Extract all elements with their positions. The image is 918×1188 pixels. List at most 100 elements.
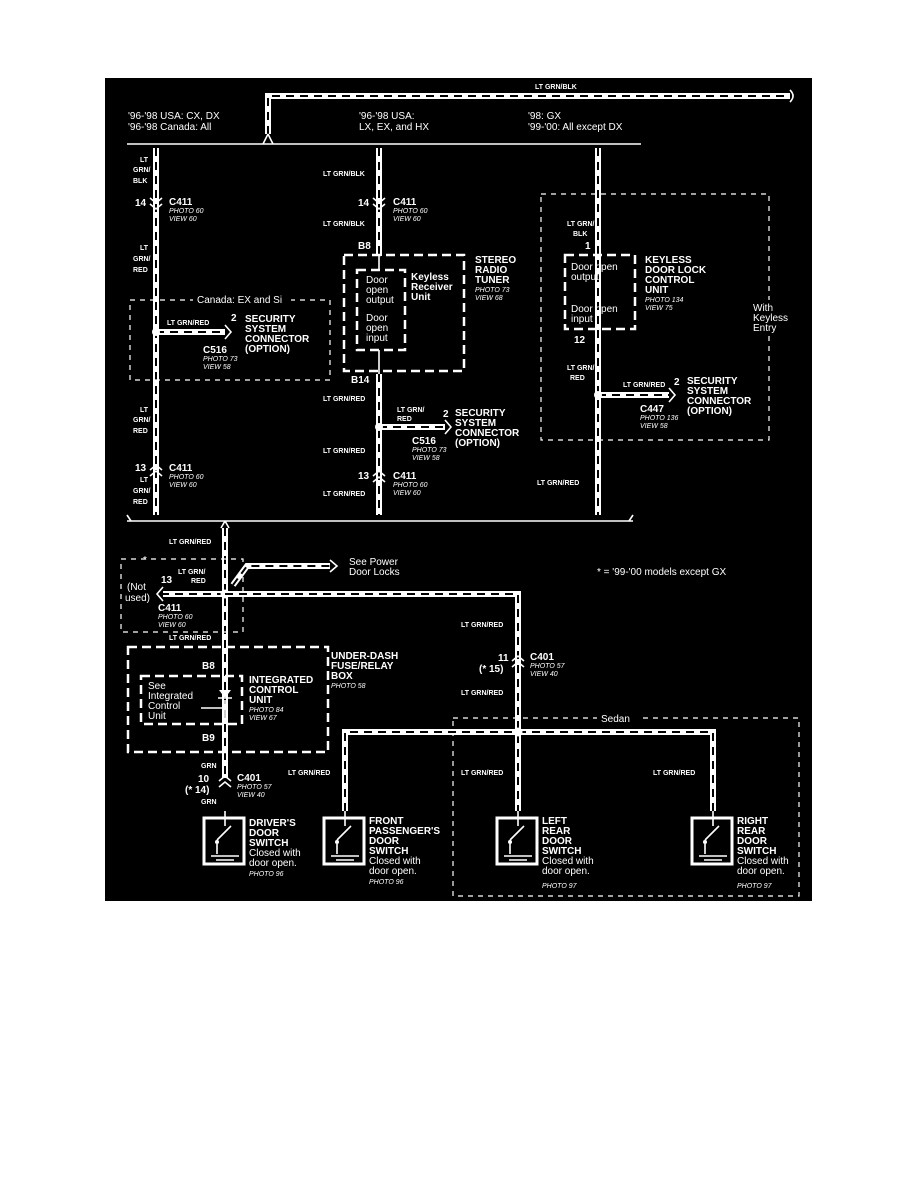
keyless-unit-1: KEYLESS <box>645 255 692 266</box>
pin-13-mid: 13 <box>358 471 370 482</box>
right-rear-4: SWITCH <box>737 846 776 857</box>
c411-mid2-view: VIEW 60 <box>393 490 421 497</box>
canada-box-label: Canada: EX and Si <box>197 295 282 306</box>
security-1: SECURITY <box>245 314 296 325</box>
wl-blk: BLK <box>133 178 147 185</box>
right-closed-2: door open. <box>737 866 785 877</box>
right-tap-label: LT GRN/RED <box>623 382 665 389</box>
power-door-locks-wire <box>230 559 339 587</box>
mid-lt-grn-red: LT GRN/RED <box>323 396 365 403</box>
front-2: PASSENGER'S <box>369 826 440 837</box>
pin-13-left: 13 <box>135 463 147 474</box>
left-rear-3: DOOR <box>542 836 573 847</box>
c516-left: C516 <box>203 345 227 356</box>
c411-trunk: C411 <box>158 603 182 614</box>
keyless-receiver-2: Receiver <box>411 282 453 293</box>
stereo-2: RADIO <box>475 265 507 276</box>
trunk-label-1: LT GRN/RED <box>169 539 211 546</box>
connector-c411-bottom-left <box>149 463 163 477</box>
left-rear-door-switch <box>495 811 539 866</box>
left-security-tap <box>152 324 233 340</box>
wl-grn-3: GRN/ <box>133 417 151 424</box>
driver-grn-1: GRN <box>201 763 217 770</box>
door-open-input-1: Door <box>366 313 388 324</box>
front-closed-1: Closed with <box>369 856 421 867</box>
c411-mid2: C411 <box>393 471 417 482</box>
pin-10: 10 <box>198 774 210 785</box>
connector-c411-top-mid <box>372 197 386 211</box>
pin-11: 11 <box>498 653 509 664</box>
keyless-out-1: Door open <box>571 262 618 273</box>
icu-view: VIEW 67 <box>249 715 278 722</box>
pin-13-trunk: 13 <box>161 575 173 586</box>
branch-right-1: '98: GX <box>528 111 561 122</box>
with-keyless-2: Keyless <box>753 313 788 324</box>
trunk-red: RED <box>191 578 206 585</box>
connector-c401-driver <box>218 774 232 788</box>
c411-left-photo: PHOTO 60 <box>169 208 204 215</box>
with-keyless-3: Entry <box>753 323 776 334</box>
see-icu-4: Unit <box>148 711 166 722</box>
front-3: DOOR <box>369 836 400 847</box>
pin-b14: B14 <box>351 375 370 386</box>
wl-lt-4: LT <box>140 477 149 484</box>
keyless-unit-4: UNIT <box>645 285 668 296</box>
keyless-in-1: Door open <box>571 304 618 315</box>
security-right-1: SECURITY <box>687 376 738 387</box>
footnote: * = '99-'00 models except GX <box>597 567 726 578</box>
front-photo: PHOTO 96 <box>369 879 404 886</box>
right-closed-1: Closed with <box>737 856 789 867</box>
keyless-photo: PHOTO 134 <box>645 297 683 304</box>
c516-mid-photo: PHOTO 73 <box>412 447 447 454</box>
pin-1-right: 1 <box>585 241 591 252</box>
icu-2: CONTROL <box>249 685 298 696</box>
right-security-tap <box>594 387 677 403</box>
security-mid-3: CONNECTOR <box>455 428 520 439</box>
icu-3: UNIT <box>249 695 272 706</box>
c411-trunk-view: VIEW 60 <box>158 622 186 629</box>
driver-3: SWITCH <box>249 838 288 849</box>
c401-rear-photo: PHOTO 57 <box>530 663 566 670</box>
c516-left-view: VIEW 58 <box>203 364 231 371</box>
c516-mid-view: VIEW 58 <box>412 455 440 462</box>
c447-photo: PHOTO 136 <box>640 415 678 422</box>
pin-star-14: (* 14) <box>185 785 209 796</box>
merge-join <box>220 520 230 529</box>
lt-grn-red-left: LT GRN/RED <box>167 320 209 327</box>
door-open-input-2: open <box>366 323 388 334</box>
left-closed-2: door open. <box>542 866 590 877</box>
driver-grn-2: GRN <box>201 799 217 806</box>
right-lt-grn-red: LT GRN/RED <box>537 480 579 487</box>
pin-2-mid: 2 <box>443 409 449 420</box>
keyless-door-lock-unit-box <box>563 253 637 331</box>
stereo-photo: PHOTO 73 <box>475 287 510 294</box>
mid-tap-red: RED <box>397 416 412 423</box>
c447: C447 <box>640 404 664 415</box>
c401-driver: C401 <box>237 773 261 784</box>
wl-red-4: RED <box>133 499 148 506</box>
wl-grn: GRN/ <box>133 167 151 174</box>
c411-mid2-photo: PHOTO 60 <box>393 482 428 489</box>
c411-left-view: VIEW 60 <box>169 216 197 223</box>
c411-left2: C411 <box>169 463 193 474</box>
stereo-3: TUNER <box>475 275 510 286</box>
c516-left-photo: PHOTO 73 <box>203 356 238 363</box>
security-mid-4: (OPTION) <box>455 438 500 449</box>
c411-mid-view: VIEW 60 <box>393 216 421 223</box>
right-rear-lt-grn-red: LT GRN/RED <box>653 770 695 777</box>
rear-lt-grn-red: LT GRN/RED <box>461 622 503 629</box>
door-open-output-3: output <box>366 295 394 306</box>
mid-lt-grn-blk: LT GRN/BLK <box>323 171 365 178</box>
right-rear-2: REAR <box>737 826 766 837</box>
asterisk-mark: * <box>143 555 147 566</box>
wl-lt-2: LT <box>140 245 149 252</box>
keyless-out-2: output <box>571 272 599 283</box>
branch-mid-2: LX, EX, and HX <box>359 122 429 133</box>
wl-grn-2: GRN/ <box>133 256 151 263</box>
sedan-label: Sedan <box>601 714 630 725</box>
door-open-output-1: Door <box>366 275 388 286</box>
icu-1: INTEGRATED <box>249 675 313 686</box>
icu-diode-symbol <box>219 690 231 698</box>
c516-mid: C516 <box>412 436 436 447</box>
icu-photo: PHOTO 84 <box>249 707 284 714</box>
